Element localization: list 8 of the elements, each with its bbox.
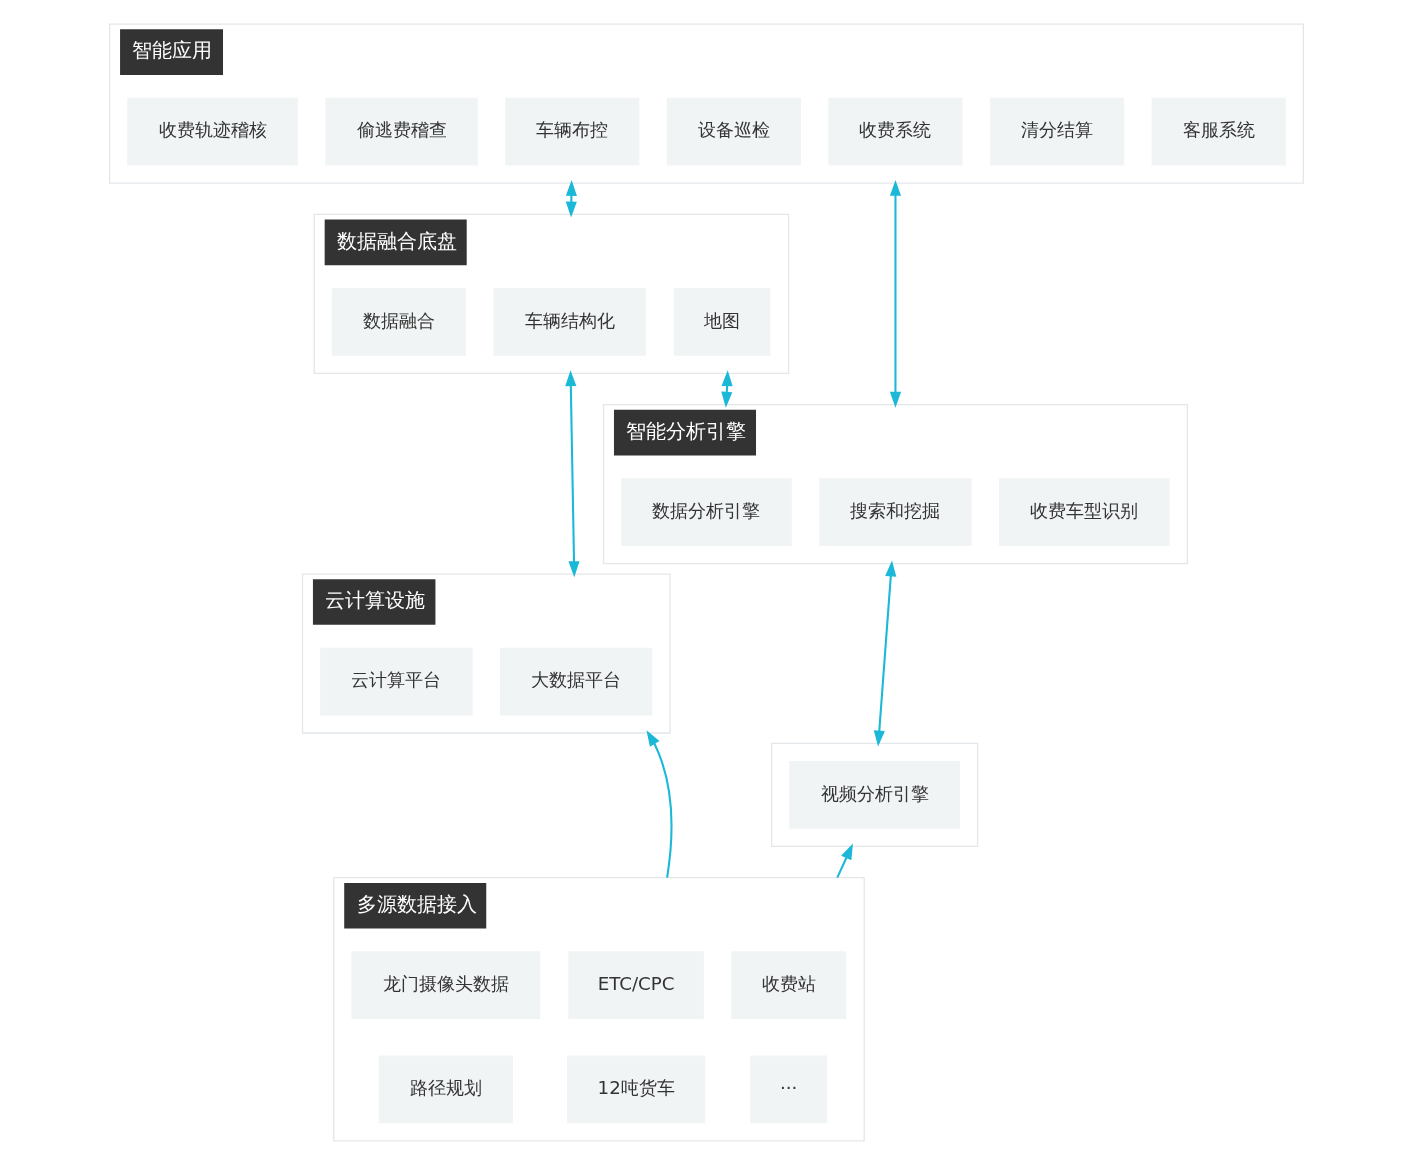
arrow [645, 730, 672, 878]
cluster [770, 742, 978, 848]
arrow [835, 843, 853, 879]
arrow [873, 560, 896, 747]
arrow [565, 179, 577, 218]
arrow [889, 179, 901, 408]
arrow [720, 370, 733, 408]
arrow [564, 370, 580, 578]
